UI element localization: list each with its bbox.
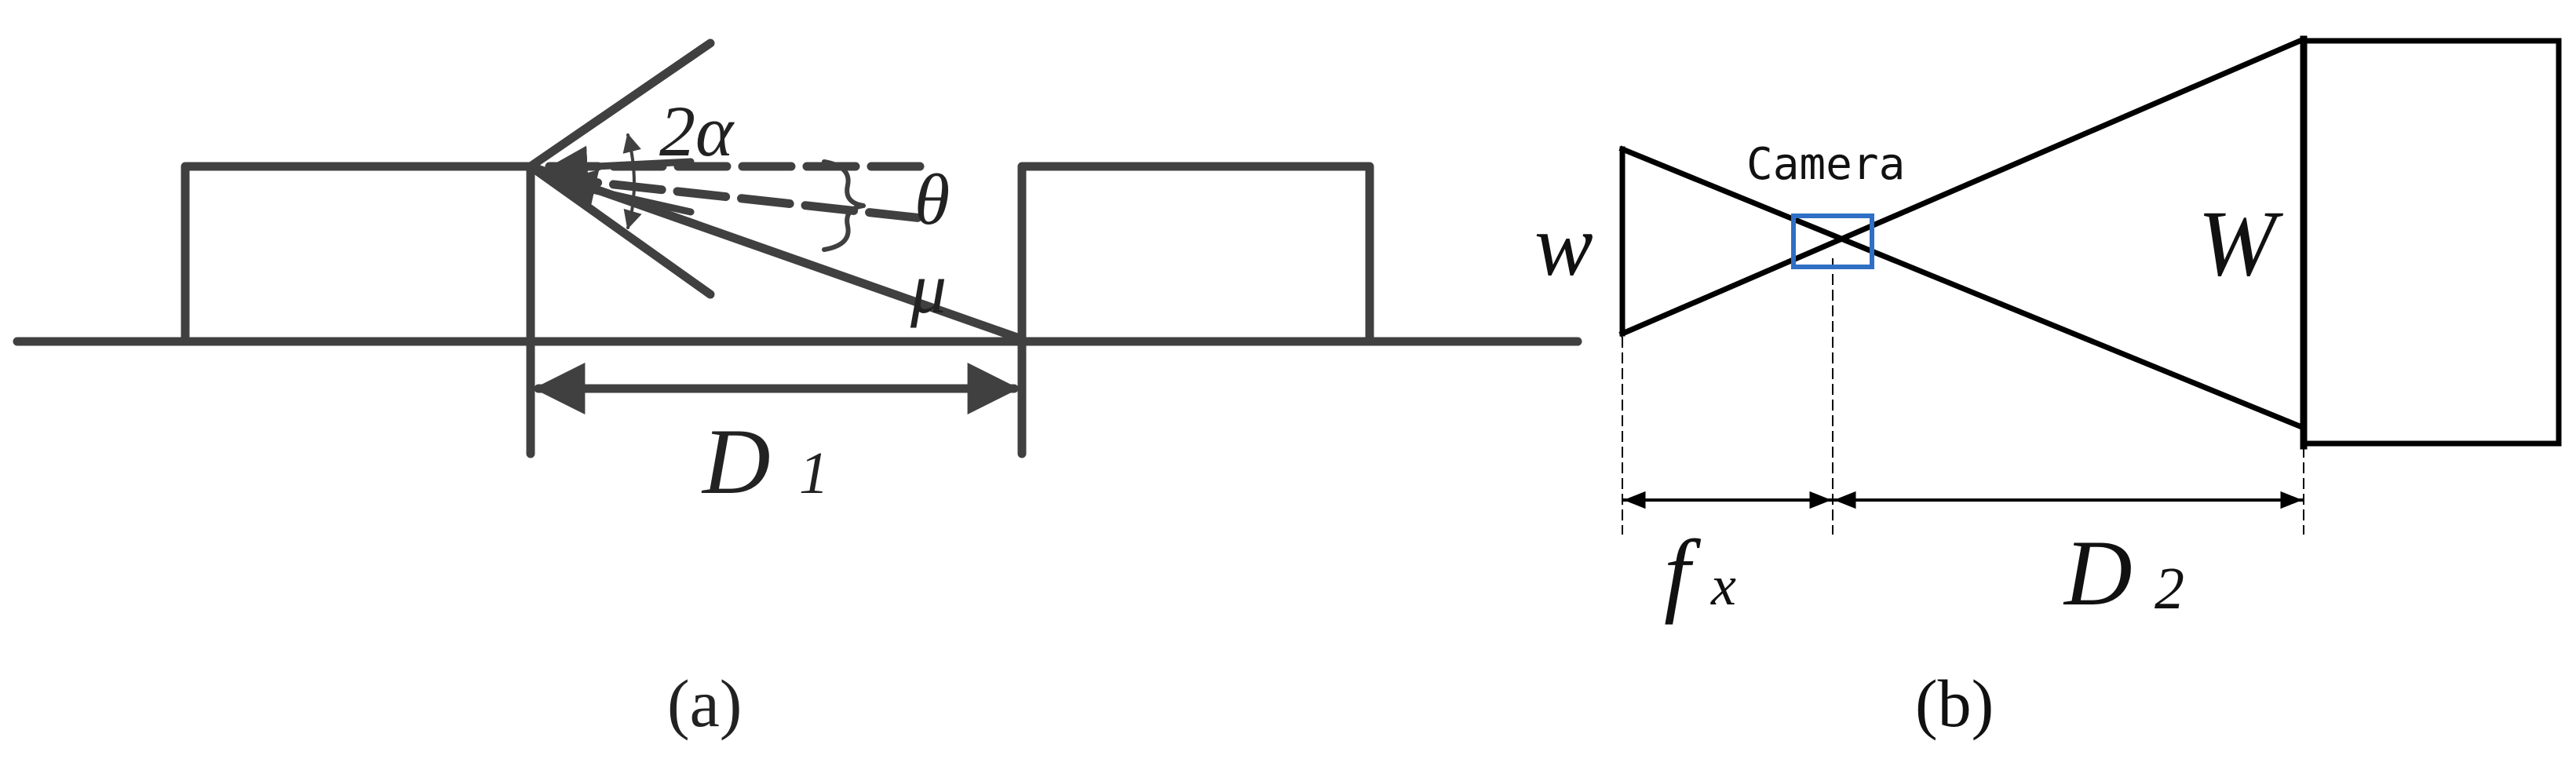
panel-a (13, 38, 1582, 458)
caption-a: (a) (667, 666, 742, 741)
w-small-label: w (1534, 197, 1593, 294)
two-alpha-arc (622, 133, 642, 230)
mu-pointer-arrow (553, 170, 695, 216)
W-large-label: W (2198, 191, 2284, 295)
d2-subscript: 2 (2155, 556, 2184, 622)
panel-b (1618, 35, 2562, 535)
theta-reference-dashed (545, 173, 927, 223)
theta-label: θ (914, 159, 950, 239)
fx-label: f (1664, 520, 1702, 625)
camera-pointer-arrow (545, 145, 695, 188)
camera-label: Camera (1746, 139, 1905, 190)
mu-label: μ (910, 248, 947, 328)
ray-top (1618, 145, 2308, 432)
object-rectangle (2301, 38, 2562, 447)
left-block (181, 162, 535, 344)
d2-label: D (2063, 520, 2133, 625)
fx-subscript: x (1710, 554, 1736, 617)
ray-bottom (1618, 35, 2308, 338)
right-block (1017, 162, 1374, 458)
theta-brace (822, 159, 866, 252)
caption-b: (b) (1915, 666, 1994, 741)
d1-subscript: 1 (799, 440, 829, 506)
d1-label: D (701, 409, 771, 513)
two-alpha-label: 2α (659, 91, 735, 171)
camera-box (1791, 214, 1874, 269)
